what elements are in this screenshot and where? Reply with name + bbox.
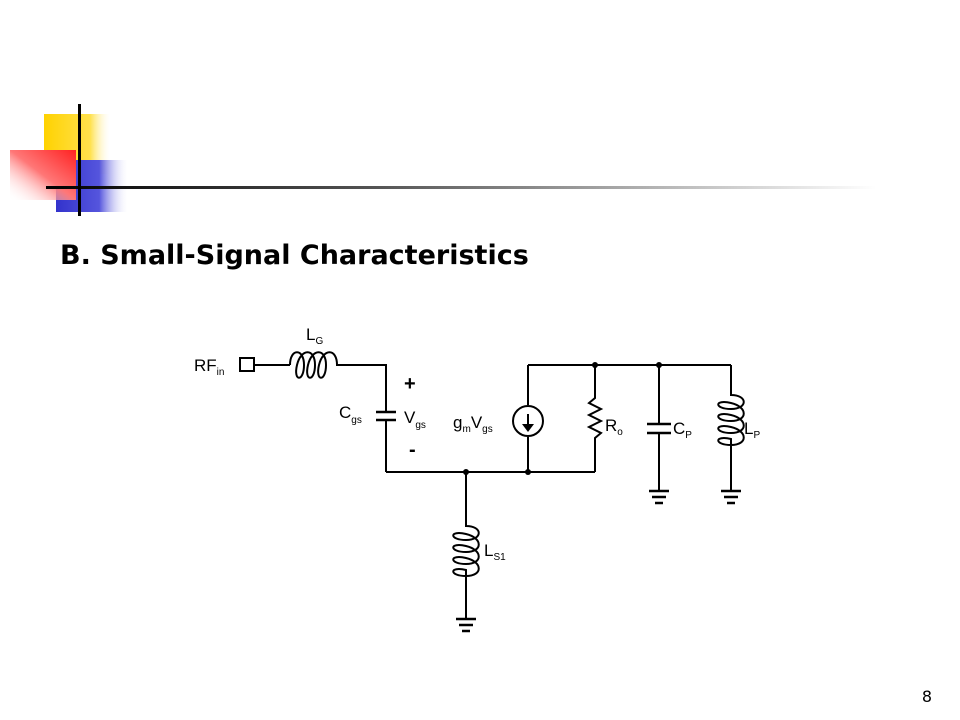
vertical-rule [78, 104, 81, 216]
junction-dot [592, 362, 598, 368]
label-ls1: LS1 [484, 541, 506, 563]
ground-symbol-ls1 [456, 617, 476, 633]
label-ro: Ro [605, 416, 623, 438]
label-lp: LP [744, 419, 760, 441]
label-rf-in: RFin [194, 356, 224, 378]
inductor-lg [289, 351, 358, 379]
inductor-lp [717, 365, 745, 490]
inductor-ls1 [452, 472, 480, 618]
horizontal-rule [46, 186, 876, 189]
label-lg: LG [306, 325, 323, 347]
header-decoration [10, 104, 876, 216]
junction-dot [656, 362, 662, 368]
ground-symbol-lp [721, 489, 741, 505]
rf-input-terminal [239, 357, 255, 372]
ground-symbol-cp [649, 489, 669, 505]
red-square [10, 150, 76, 200]
junction-dot [525, 469, 531, 475]
junction-dot [463, 469, 469, 475]
page-number: 8 [921, 687, 932, 706]
label-minus: - [409, 439, 416, 461]
wire-lg-to-cgs [358, 364, 387, 412]
label-plus: + [404, 373, 416, 395]
label-gm-vgs: gmVgs [453, 413, 493, 435]
label-cp: CP [673, 419, 692, 441]
slide-title: B. Small-Signal Characteristics [60, 240, 529, 271]
label-vgs: Vgs [404, 408, 426, 431]
resistor-ro [586, 365, 604, 472]
label-cgs: Cgs [339, 403, 362, 426]
current-source-circle [512, 405, 544, 437]
